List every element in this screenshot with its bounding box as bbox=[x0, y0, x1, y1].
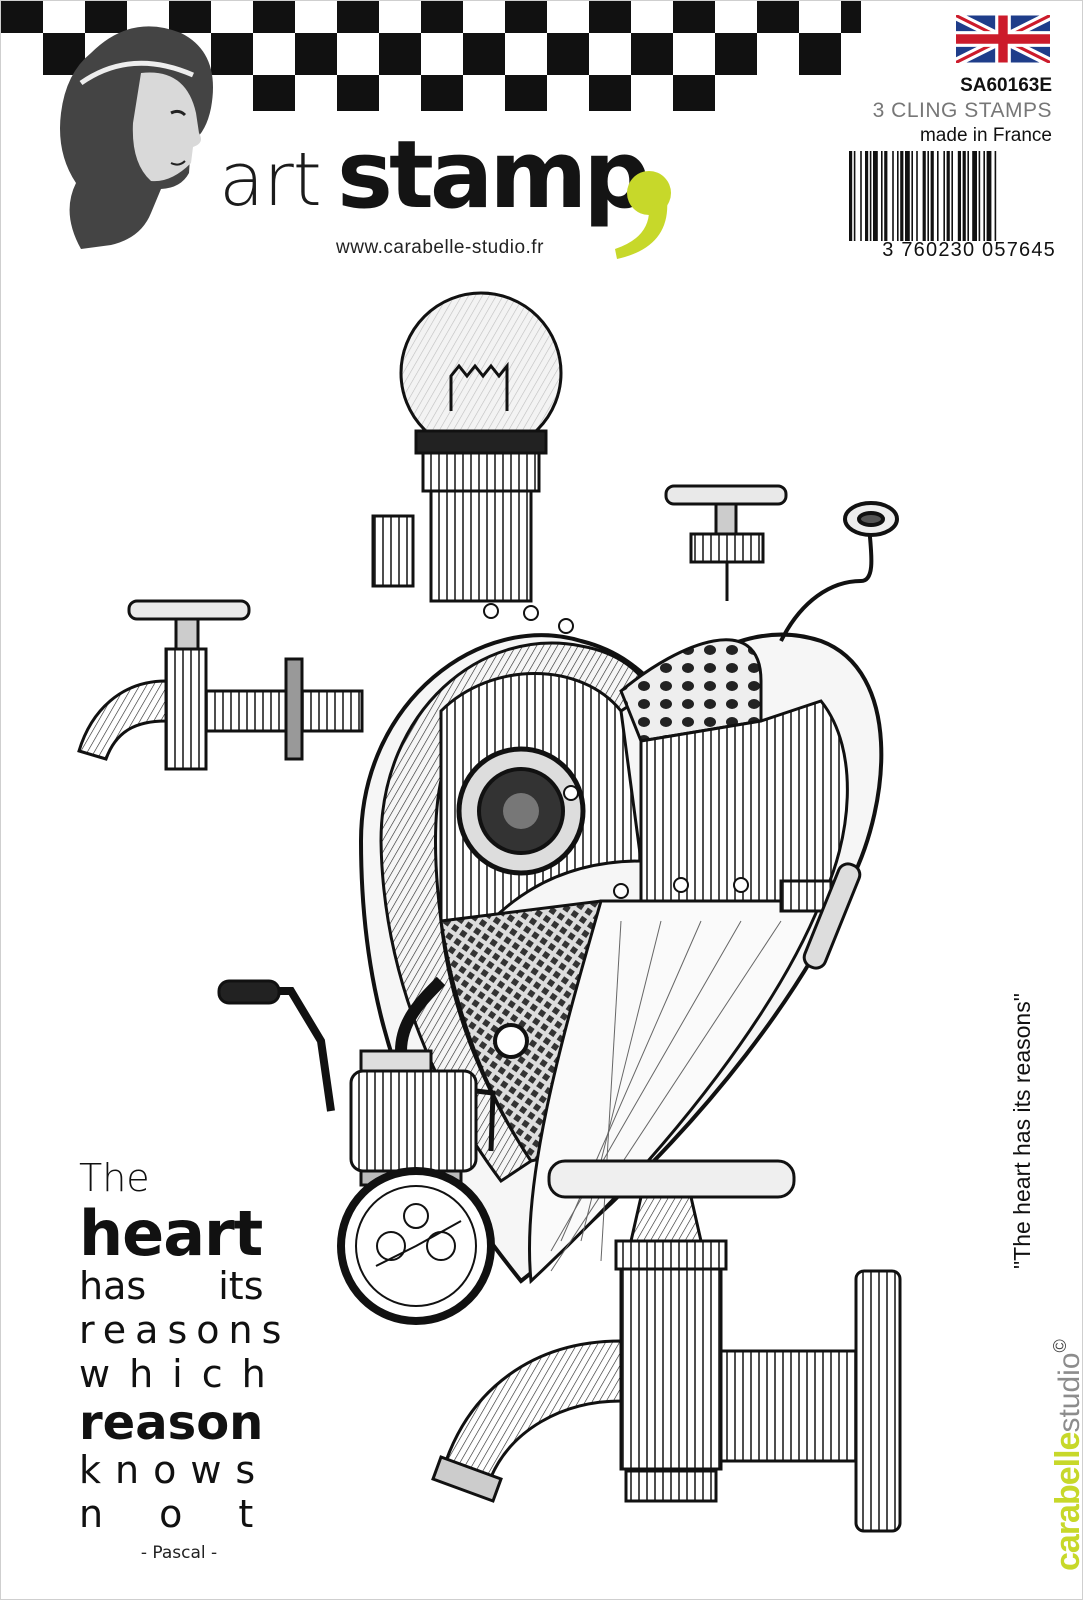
uk-flag-icon bbox=[956, 15, 1050, 63]
quote-line: heart bbox=[79, 1197, 263, 1270]
faucet-icon bbox=[77, 599, 364, 771]
mechanical-heart-icon bbox=[77, 291, 902, 1533]
quote-author: - Pascal - bbox=[140, 1543, 218, 1563]
logo-art-text: art bbox=[219, 137, 322, 223]
barcode-number: 3 760230 057645 bbox=[882, 239, 1056, 261]
barcode-icon bbox=[849, 151, 997, 241]
quote-line: reasons bbox=[79, 1308, 291, 1352]
quote-line: The bbox=[79, 1156, 150, 1200]
brand-carabelle: carabelle bbox=[1049, 1432, 1083, 1571]
quote-line: not bbox=[79, 1492, 310, 1536]
logo-comma-icon bbox=[615, 171, 671, 259]
quote-line: knows bbox=[79, 1448, 270, 1492]
woman-portrait-icon bbox=[60, 26, 213, 250]
stopwatch-icon bbox=[337, 1167, 495, 1325]
quote-line: has its bbox=[79, 1264, 264, 1308]
faucet-icon bbox=[431, 1159, 902, 1533]
website-url[interactable]: www.carabelle-studio.fr bbox=[336, 237, 544, 258]
quote-block: The heart has its reasons which reason k… bbox=[79, 1156, 310, 1563]
product-sku: SA60163E bbox=[960, 75, 1052, 96]
side-title: "The heart has its reasons" bbox=[1009, 993, 1035, 1269]
checkerboard-icon bbox=[1, 1, 861, 111]
quote-line: reason bbox=[79, 1395, 264, 1451]
brand-signature: carabellestudio© bbox=[1049, 1339, 1083, 1571]
quote-line: which bbox=[79, 1352, 285, 1396]
product-type: 3 CLING STAMPS bbox=[872, 99, 1052, 122]
product-origin: made in France bbox=[919, 125, 1052, 146]
brand-studio: studio bbox=[1053, 1352, 1083, 1433]
logo-stamp-text: stamp bbox=[337, 121, 651, 230]
light-bulb-icon bbox=[371, 291, 563, 603]
copyright-mark: © bbox=[1050, 1339, 1070, 1353]
